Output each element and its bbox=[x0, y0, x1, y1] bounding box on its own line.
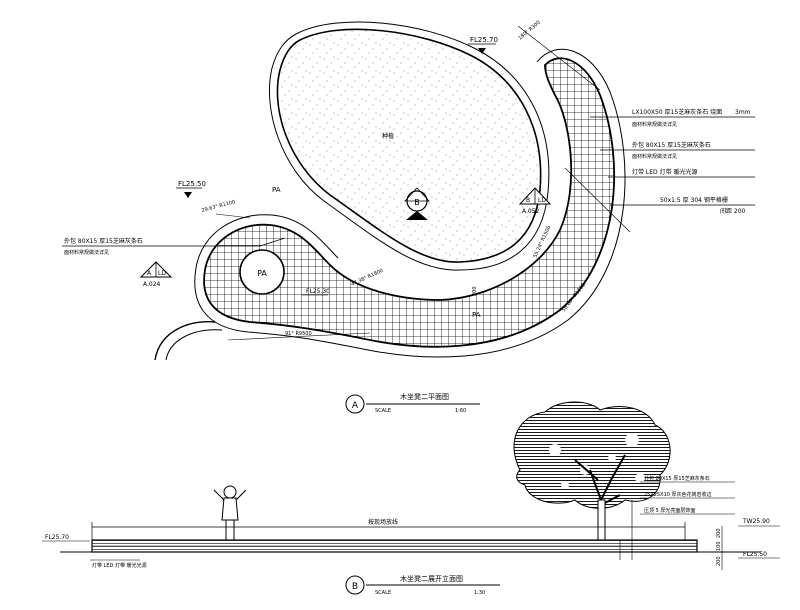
svg-text:B: B bbox=[352, 582, 358, 592]
elevation-mark-left: FL25.70 bbox=[42, 534, 90, 542]
svg-text:按现场放线: 按现场放线 bbox=[368, 518, 398, 526]
svg-text:压顶 5 厚光亮面层饰面: 压顶 5 厚光亮面层饰面 bbox=[644, 507, 695, 514]
bench-grid bbox=[203, 57, 616, 348]
planter-label: PA bbox=[257, 269, 267, 278]
center-label: 种植 bbox=[382, 132, 394, 140]
svg-text:外包 80X15 厚15芝麻灰条石: 外包 80X15 厚15芝麻灰条石 bbox=[64, 237, 143, 245]
section-view: 按现场放线 FL25.70 TW25.90 FL25.50 灯带 LED 灯带 … bbox=[42, 401, 780, 596]
elevation-mark-tw: TW25.90 bbox=[738, 518, 780, 527]
svg-text:50x1.5 厚 304 钢平格栅: 50x1.5 厚 304 钢平格栅 bbox=[660, 196, 728, 204]
elevation-mark-right: FL25.50 bbox=[738, 551, 780, 559]
section-marker-b[interactable]: B LD A.052 bbox=[518, 187, 552, 215]
dimension-label: 91° R9500 bbox=[227, 331, 371, 341]
svg-text:LD: LD bbox=[158, 270, 166, 277]
span-dimension: 按现场放线 bbox=[91, 518, 686, 540]
dimension-label: 180° R300 bbox=[517, 20, 541, 42]
svg-text:FL25.70: FL25.70 bbox=[470, 36, 498, 44]
paving-label: PA bbox=[472, 311, 481, 319]
svg-text:LX100X50 厚15芝麻灰条石 烧面: LX100X50 厚15芝麻灰条石 烧面 bbox=[632, 108, 722, 116]
elevation-mark-small: FL25.30 bbox=[302, 288, 330, 296]
svg-text:A.052: A.052 bbox=[522, 208, 540, 215]
svg-text:FL25.50: FL25.50 bbox=[178, 180, 206, 188]
svg-text:A.024: A.024 bbox=[143, 281, 161, 288]
svg-text:47.38° R1800: 47.38° R1800 bbox=[350, 268, 384, 288]
svg-text:灯带 LED 灯带 暖光光源: 灯带 LED 灯带 暖光光源 bbox=[92, 562, 147, 569]
svg-text:面材料常规做法详见: 面材料常规做法详见 bbox=[632, 153, 677, 160]
svg-text:间距 200: 间距 200 bbox=[720, 207, 746, 215]
dimension-label: 29.63° R1100 bbox=[201, 199, 251, 219]
svg-text:180° R300: 180° R300 bbox=[517, 20, 541, 42]
svg-text:1:30: 1:30 bbox=[474, 590, 485, 596]
callout-led: 灯带 LED 灯带 暖光光源 bbox=[90, 559, 147, 569]
section-callout: 压顶 5 厚光亮面层饰面 bbox=[640, 507, 735, 515]
callout-right: 灯带 LED 灯带 暖光光源 bbox=[608, 168, 755, 178]
callout-right: 外包 80X15 厚15芝麻灰条石 面材料常规做法详见 bbox=[600, 141, 755, 160]
svg-text:TW25.90: TW25.90 bbox=[742, 518, 770, 525]
svg-text:FL25.70: FL25.70 bbox=[45, 534, 69, 541]
svg-text:灯带 LED 灯带 暖光光源: 灯带 LED 灯带 暖光光源 bbox=[632, 168, 697, 176]
vertical-dimensions: 200 100 200 bbox=[716, 526, 723, 570]
path-edge-curve bbox=[154, 321, 216, 361]
elevation-mark-left: FL25.50 bbox=[176, 180, 206, 198]
svg-text:外包 80X15 厚15芝麻灰条石: 外包 80X15 厚15芝麻灰条石 bbox=[632, 141, 711, 149]
svg-text:25X25X10 厚灰色花岗岩收边: 25X25X10 厚灰色花岗岩收边 bbox=[644, 491, 712, 498]
planter-circle bbox=[239, 249, 285, 295]
section-title-block: B 木坐凳二展开立面图 SCALE 1:30 bbox=[345, 574, 500, 596]
svg-text:FL25.30: FL25.30 bbox=[306, 288, 330, 295]
svg-text:200: 200 bbox=[472, 286, 478, 296]
section-marker-a[interactable]: A LD A.024 bbox=[139, 261, 173, 288]
svg-text:LD: LD bbox=[538, 197, 546, 204]
svg-text:外包 80X15 厚15芝麻灰条石: 外包 80X15 厚15芝麻灰条石 bbox=[644, 475, 710, 482]
callout-right: LX100X50 厚15芝麻灰条石 烧面 3mm 面材料常规做法详见 bbox=[590, 108, 755, 128]
svg-text:3mm: 3mm bbox=[735, 109, 751, 116]
elevation-mark-top: FL25.70 bbox=[468, 36, 498, 54]
svg-text:100: 100 bbox=[716, 541, 722, 551]
planting-bed bbox=[276, 28, 542, 263]
svg-text:木坐凳二展开立面图: 木坐凳二展开立面图 bbox=[400, 574, 463, 583]
tree-canopy bbox=[513, 401, 671, 509]
svg-text:木坐凳二平面图: 木坐凳二平面图 bbox=[400, 392, 449, 401]
section-callout: 25X25X10 厚灰色花岗岩收边 bbox=[640, 491, 735, 499]
paving-label: PA bbox=[272, 186, 281, 194]
plan-view: PA B 种植 FL25.70 FL25.50 FL25.30 PA PA bbox=[62, 20, 755, 414]
svg-text:A: A bbox=[147, 270, 152, 277]
marker-letter: B bbox=[414, 198, 420, 207]
svg-text:B: B bbox=[526, 197, 530, 204]
svg-text:面材料常规做法详见: 面材料常规做法详见 bbox=[64, 249, 109, 256]
svg-text:29.63° R1100: 29.63° R1100 bbox=[201, 199, 236, 214]
dimension-label: 200 bbox=[472, 286, 478, 296]
plan-title-block: A 木坐凳二平面图 SCALE 1:60 bbox=[345, 392, 480, 414]
person-figure bbox=[213, 485, 247, 540]
svg-text:SCALE: SCALE bbox=[375, 590, 391, 596]
svg-text:面材料常规做法详见: 面材料常规做法详见 bbox=[632, 121, 677, 128]
svg-text:91° R9500: 91° R9500 bbox=[285, 331, 312, 337]
svg-text:SCALE: SCALE bbox=[375, 408, 391, 414]
callout-left: 外包 80X15 厚15芝麻灰条石 面材料常规做法详见 bbox=[62, 237, 286, 256]
svg-text:1:60: 1:60 bbox=[455, 408, 466, 414]
svg-text:A: A bbox=[352, 401, 359, 411]
svg-text:200: 200 bbox=[716, 528, 722, 538]
dimension-label: 47.38° R1800 bbox=[350, 268, 384, 288]
svg-text:FL25.50: FL25.50 bbox=[743, 551, 767, 558]
svg-text:200: 200 bbox=[716, 556, 722, 566]
section-callout: 外包 80X15 厚15芝麻灰条石 bbox=[640, 475, 735, 483]
callout-right: 50x1.5 厚 304 钢平格栅 间距 200 bbox=[610, 196, 755, 215]
